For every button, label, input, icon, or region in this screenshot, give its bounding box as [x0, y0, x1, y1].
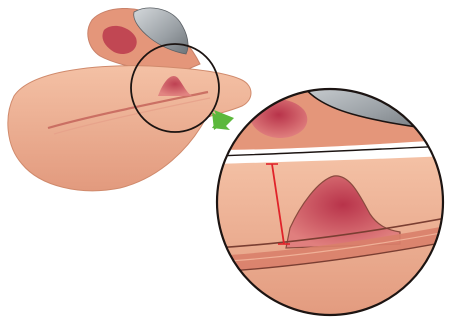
magnified-view: [210, 75, 450, 320]
callout-arrow-icon: [212, 110, 234, 130]
hand-illustration: [8, 8, 251, 191]
